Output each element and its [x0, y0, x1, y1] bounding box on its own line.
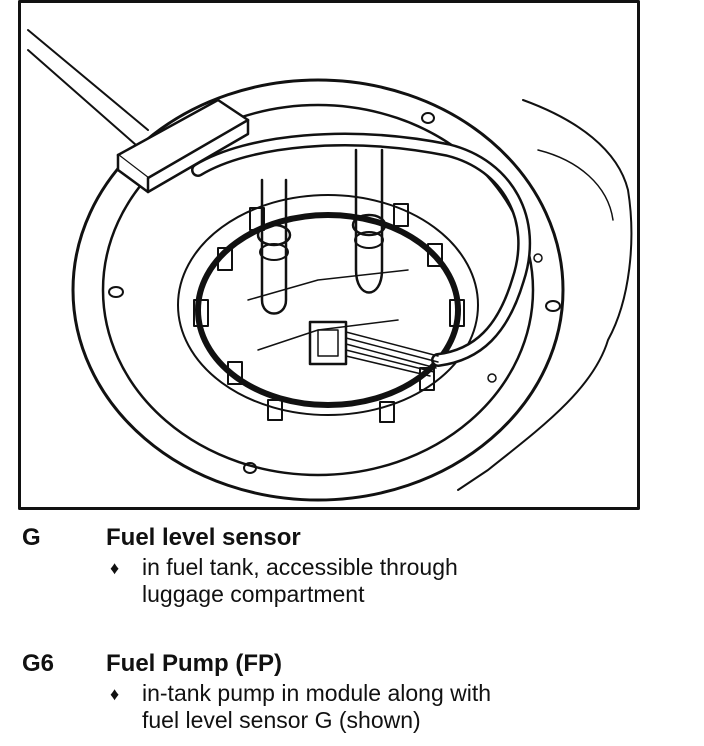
probe-rod-top: [27, 29, 149, 131]
figure-frame: [18, 0, 640, 510]
connector-pins: [317, 329, 339, 357]
probe-block-side: [116, 153, 150, 194]
flange-hole-small-upper: [533, 253, 543, 263]
inner-flange: [101, 103, 535, 477]
flange-hole-right: [545, 300, 561, 312]
component-title: Fuel level sensor: [106, 524, 301, 551]
tank-contour-line: [537, 149, 614, 221]
flange-hole-top: [421, 112, 435, 124]
outer-flange: [71, 78, 565, 502]
electrical-connector: [308, 320, 348, 366]
bullet-icon: ♦: [110, 558, 120, 578]
probe-rod-bottom: [27, 49, 137, 146]
connector-wires: [345, 331, 439, 377]
description-line: fuel level sensor G (shown): [142, 707, 421, 733]
description-line: in-tank pump in module along with: [142, 680, 492, 706]
component-title: Fuel Pump (FP): [106, 650, 282, 677]
module-interior-line: [247, 269, 409, 301]
component-code: G: [22, 524, 41, 551]
component-description: in-tank pump in module along with fuel l…: [142, 680, 662, 734]
probe-block: [116, 98, 250, 180]
bullet-icon: ♦: [110, 684, 120, 704]
flange-hole-bottom: [243, 462, 257, 474]
fuel-pump-module-illustration: [18, 0, 640, 510]
legend-entry-g: G Fuel level sensor ♦ in fuel tank, acce…: [22, 524, 682, 614]
left-hose: [260, 178, 288, 315]
description-line: in fuel tank, accessible through: [142, 554, 458, 580]
component-description: in fuel tank, accessible through luggage…: [142, 554, 662, 608]
component-code: G6: [22, 650, 55, 677]
locking-ring: [195, 212, 461, 408]
description-line: luggage compartment: [142, 581, 365, 607]
right-hose-clamp-2: [354, 231, 384, 249]
probe-block-edge: [146, 118, 250, 194]
illustration-svg: [18, 0, 640, 510]
locking-ring-outer: [177, 194, 479, 416]
locking-ring-tabs: [193, 203, 465, 423]
left-hose-clamp-2: [259, 243, 289, 261]
flange-hole-small-right: [487, 373, 497, 383]
legend-entry-g6: G6 Fuel Pump (FP) ♦ in-tank pump in modu…: [22, 650, 682, 740]
wiring-loom-tube-fill: [193, 135, 529, 365]
right-hose: [354, 148, 384, 294]
flange-hole-left: [108, 286, 124, 298]
right-hose-clamp: [351, 213, 387, 237]
tank-surface-outline: [457, 99, 633, 491]
